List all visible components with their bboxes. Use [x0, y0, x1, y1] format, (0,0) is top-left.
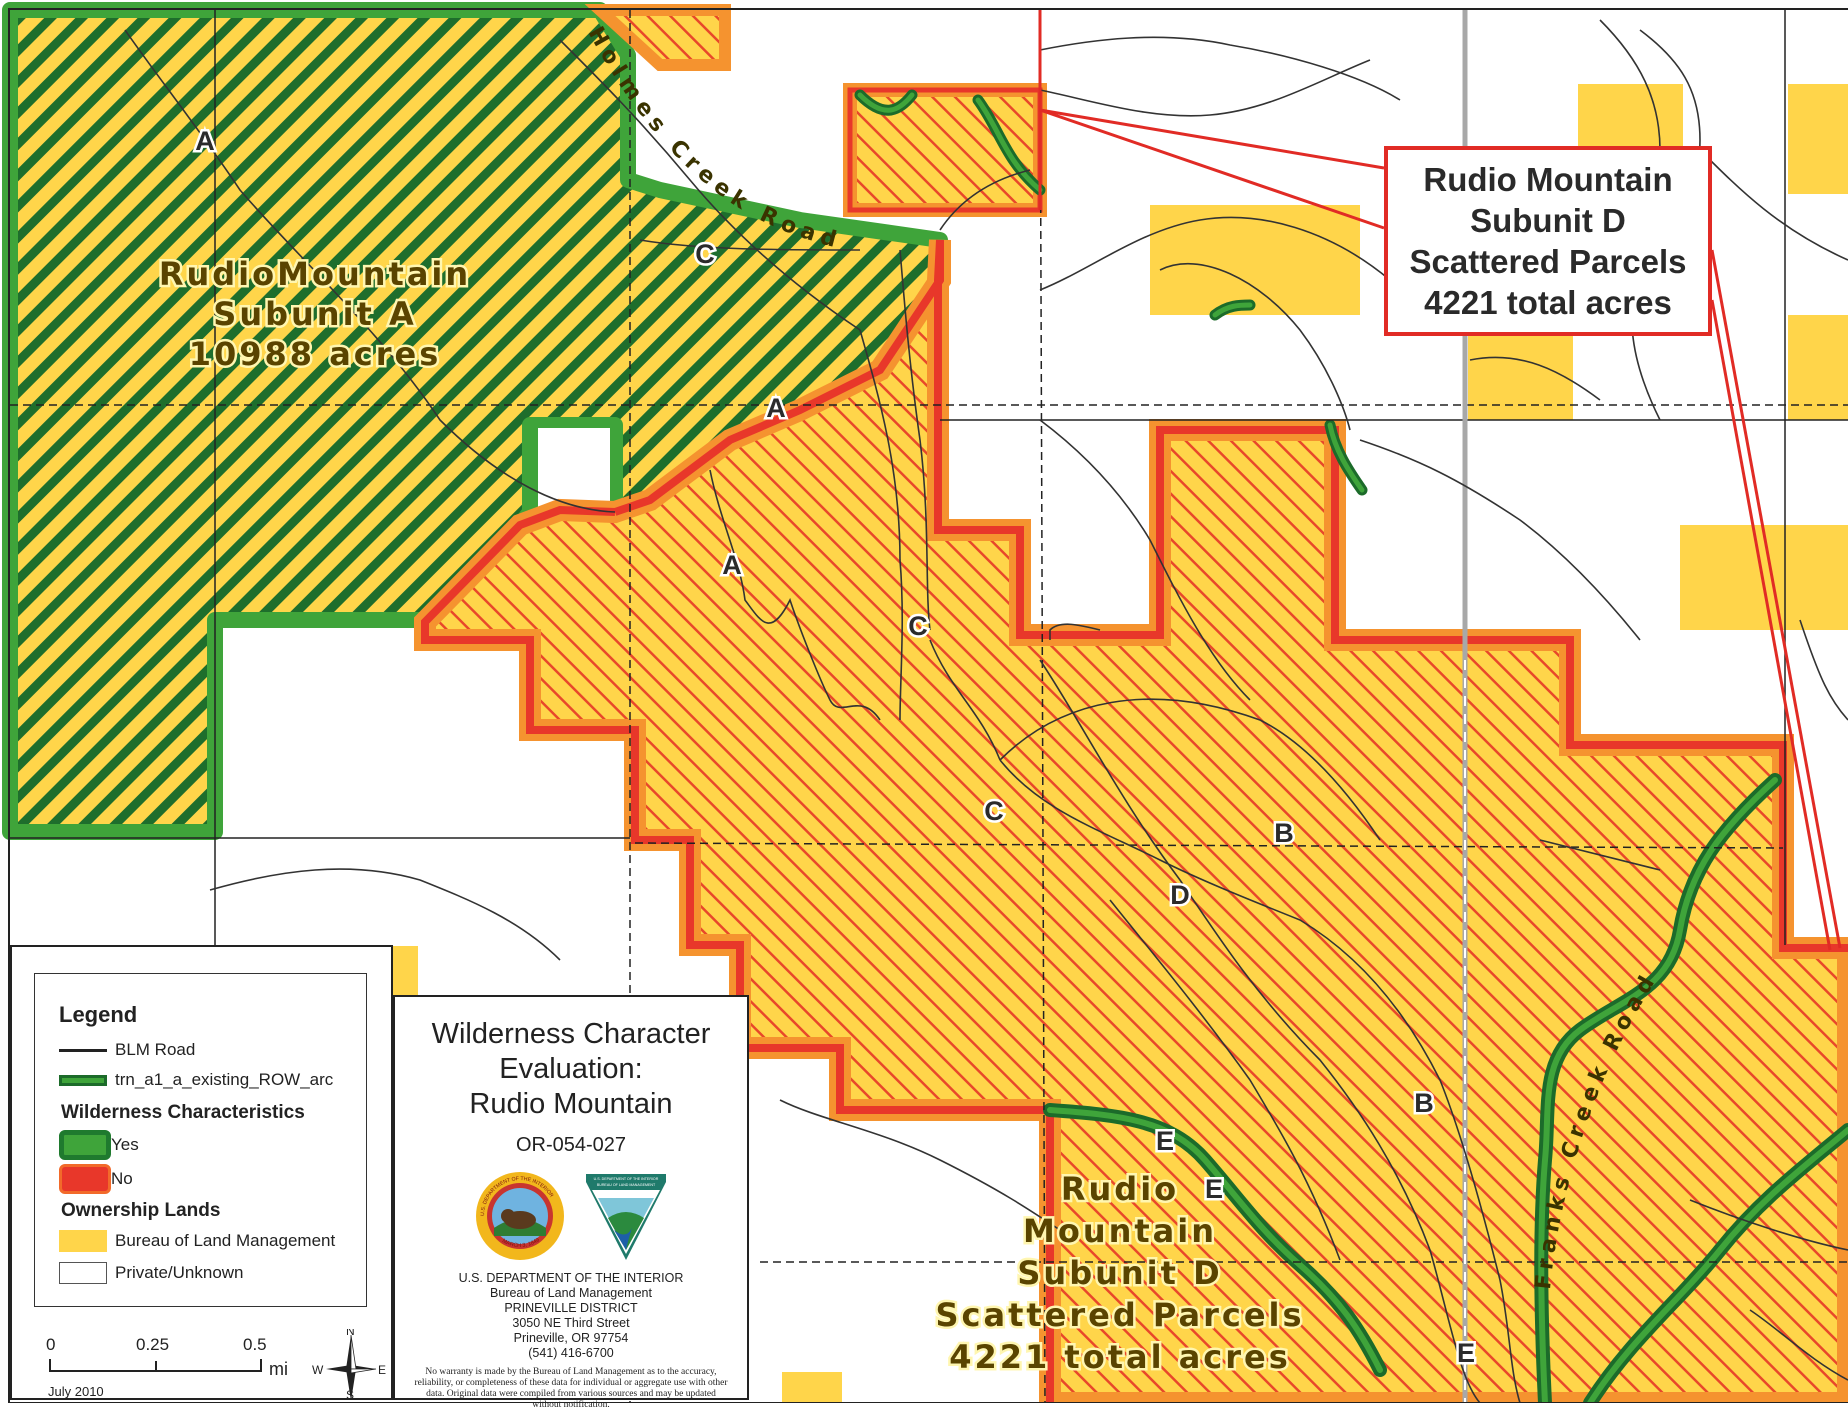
disclaimer: No warranty is made by the Bureau of Lan… [414, 1367, 728, 1410]
callout-line2: Subunit D [1470, 202, 1626, 239]
subunit-d-label-line5: 4221 total acres [949, 1338, 1291, 1376]
callout-line4: 4221 total acres [1424, 284, 1672, 321]
legend-item-blm: Bureau of Land Management [59, 1230, 335, 1252]
private-inholding-a [538, 428, 610, 508]
private-swatch-icon [59, 1262, 107, 1284]
agency-line5: Prineville, OR 97754 [513, 1331, 629, 1345]
road-line-icon [59, 1048, 107, 1052]
scale-unit: mi [269, 1359, 288, 1379]
map-title: Wilderness Character Evaluation: Rudio M… [395, 1017, 747, 1122]
legend-yes-label: Yes [111, 1135, 139, 1154]
legend-private-label: Private/Unknown [115, 1263, 244, 1282]
scale-tick-025: 0.25 [136, 1335, 169, 1354]
blm-logo-icon: U.S. DEPARTMENT OF THE INTERIOR BUREAU O… [586, 1174, 666, 1260]
road-letter-c: C [984, 796, 1004, 826]
legend-box: Legend BLM Road trn_a1_a_existing_ROW_ar… [34, 973, 367, 1307]
legend-panel: Legend BLM Road trn_a1_a_existing_ROW_ar… [10, 945, 393, 1400]
blm-swatch-icon [59, 1230, 107, 1252]
road-letter-b: B [1414, 1088, 1434, 1118]
agency-line3: PRINEVILLE DISTRICT [504, 1301, 638, 1315]
subunit-a-label-line2: Subunit A [213, 295, 416, 333]
yes-swatch-icon [59, 1130, 111, 1160]
row-arcs [854, 89, 1848, 1403]
compass-w: W [312, 1363, 324, 1377]
legend-item-no: No [59, 1164, 133, 1194]
legend-item-yes: Yes [59, 1130, 139, 1160]
legend-ownership-heading: Ownership Lands [61, 1200, 221, 1221]
road-letter-e: E [1156, 1126, 1174, 1156]
callout-line1: Rudio Mountain [1423, 161, 1673, 198]
agency-line4: 3050 NE Third Street [512, 1316, 630, 1330]
agency-line1: U.S. DEPARTMENT OF THE INTERIOR [458, 1271, 684, 1285]
agency-line2: Bureau of Land Management [490, 1286, 652, 1300]
svg-text:U.S. DEPARTMENT OF THE INTERIO: U.S. DEPARTMENT OF THE INTERIOR [594, 1177, 659, 1181]
subunit-d-label-line4: Scattered Parcels [935, 1296, 1304, 1334]
north-arrow-icon [326, 1334, 377, 1399]
road-letter-b: B [1274, 818, 1294, 848]
road-letters: A A A C C C B B D E E E [193, 124, 1478, 1371]
map-date: July 2010 [48, 1384, 104, 1399]
blm-roads [124, 19, 1848, 1403]
legend-title: Legend [59, 1002, 138, 1027]
road-letter-c: C [695, 239, 715, 269]
agency-address: U.S. DEPARTMENT OF THE INTERIOR Bureau o… [395, 1271, 747, 1361]
callout-line3: Scattered Parcels [1409, 243, 1687, 280]
road-letter-c: C [908, 611, 928, 641]
no-swatch-icon [59, 1164, 111, 1194]
subunit-d-callout: Rudio Mountain Subunit D Scattered Parce… [1384, 146, 1712, 336]
legend-item-private: Private/Unknown [59, 1262, 244, 1284]
subunit-a-label-line1: RudioMountain [159, 255, 471, 293]
map-title-line2: Evaluation: [499, 1053, 643, 1085]
doi-seal-icon: U.S. DEPARTMENT OF THE INTERIOR MARCH 3,… [476, 1172, 564, 1260]
scale-bar: 0 0.25 0.5 mi N S E W July 2010 [46, 1329, 386, 1399]
legend-no-label: No [111, 1169, 133, 1188]
road-letter-a: A [195, 126, 215, 156]
row-arc-icon [59, 1074, 107, 1086]
agency-phone: (541) 416-6700 [528, 1346, 614, 1360]
compass-n: N [346, 1329, 355, 1338]
legend-blm-label: Bureau of Land Management [115, 1231, 336, 1250]
unit-code: OR-054-027 [515, 1134, 627, 1156]
subunit-d-outline [421, 239, 1848, 1403]
legend-road-label: BLM Road [115, 1040, 196, 1059]
legend-item-road: BLM Road [59, 1040, 195, 1060]
road-letter-a: A [722, 550, 742, 580]
scale-tick-0: 0 [46, 1335, 55, 1354]
compass-e: E [378, 1363, 386, 1377]
road-letter-e: E [1205, 1174, 1223, 1204]
legend-row-arc-label: trn_a1_a_existing_ROW_arc [115, 1070, 334, 1089]
subunit-d-label-line3: Subunit D [1017, 1254, 1222, 1292]
road-letter-d: D [1170, 880, 1190, 910]
agency-logos: U.S. DEPARTMENT OF THE INTERIOR MARCH 3,… [395, 1167, 747, 1265]
svg-text:MARCH 3, 1849: MARCH 3, 1849 [501, 1237, 541, 1249]
legend-wc-heading: Wilderness Characteristics [61, 1102, 305, 1123]
road-letter-e: E [1457, 1338, 1475, 1368]
map-title-line3: Rudio Mountain [469, 1088, 673, 1120]
svg-text:BUREAU OF LAND MANAGEMENT: BUREAU OF LAND MANAGEMENT [597, 1183, 656, 1187]
road-letter-a: A [766, 393, 786, 423]
title-block: Wilderness Character Evaluation: Rudio M… [393, 995, 749, 1410]
subunit-d-label-line2: Mountain [1023, 1212, 1217, 1250]
subunit-a-label-line3: 10988 acres [189, 335, 442, 373]
subunit-d-label-line1: Rudio [1061, 1170, 1179, 1208]
callout-leaders [1038, 10, 1842, 951]
scale-tick-05: 0.5 [243, 1335, 267, 1354]
map-title-line1: Wilderness Character [431, 1018, 711, 1050]
legend-item-row-arc: trn_a1_a_existing_ROW_arc [59, 1070, 333, 1090]
map-frame [8, 8, 1848, 1403]
compass-s: S [346, 1388, 354, 1399]
